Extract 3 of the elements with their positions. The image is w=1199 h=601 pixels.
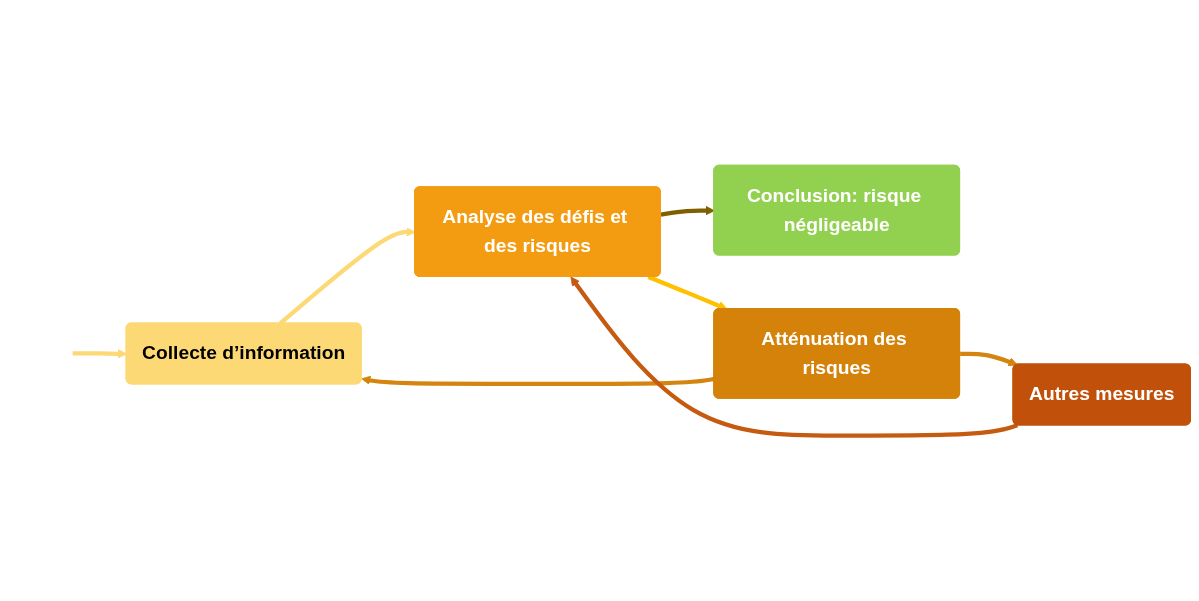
arrow [570,276,1019,438]
arrow [647,275,728,311]
arrow [960,351,1018,367]
